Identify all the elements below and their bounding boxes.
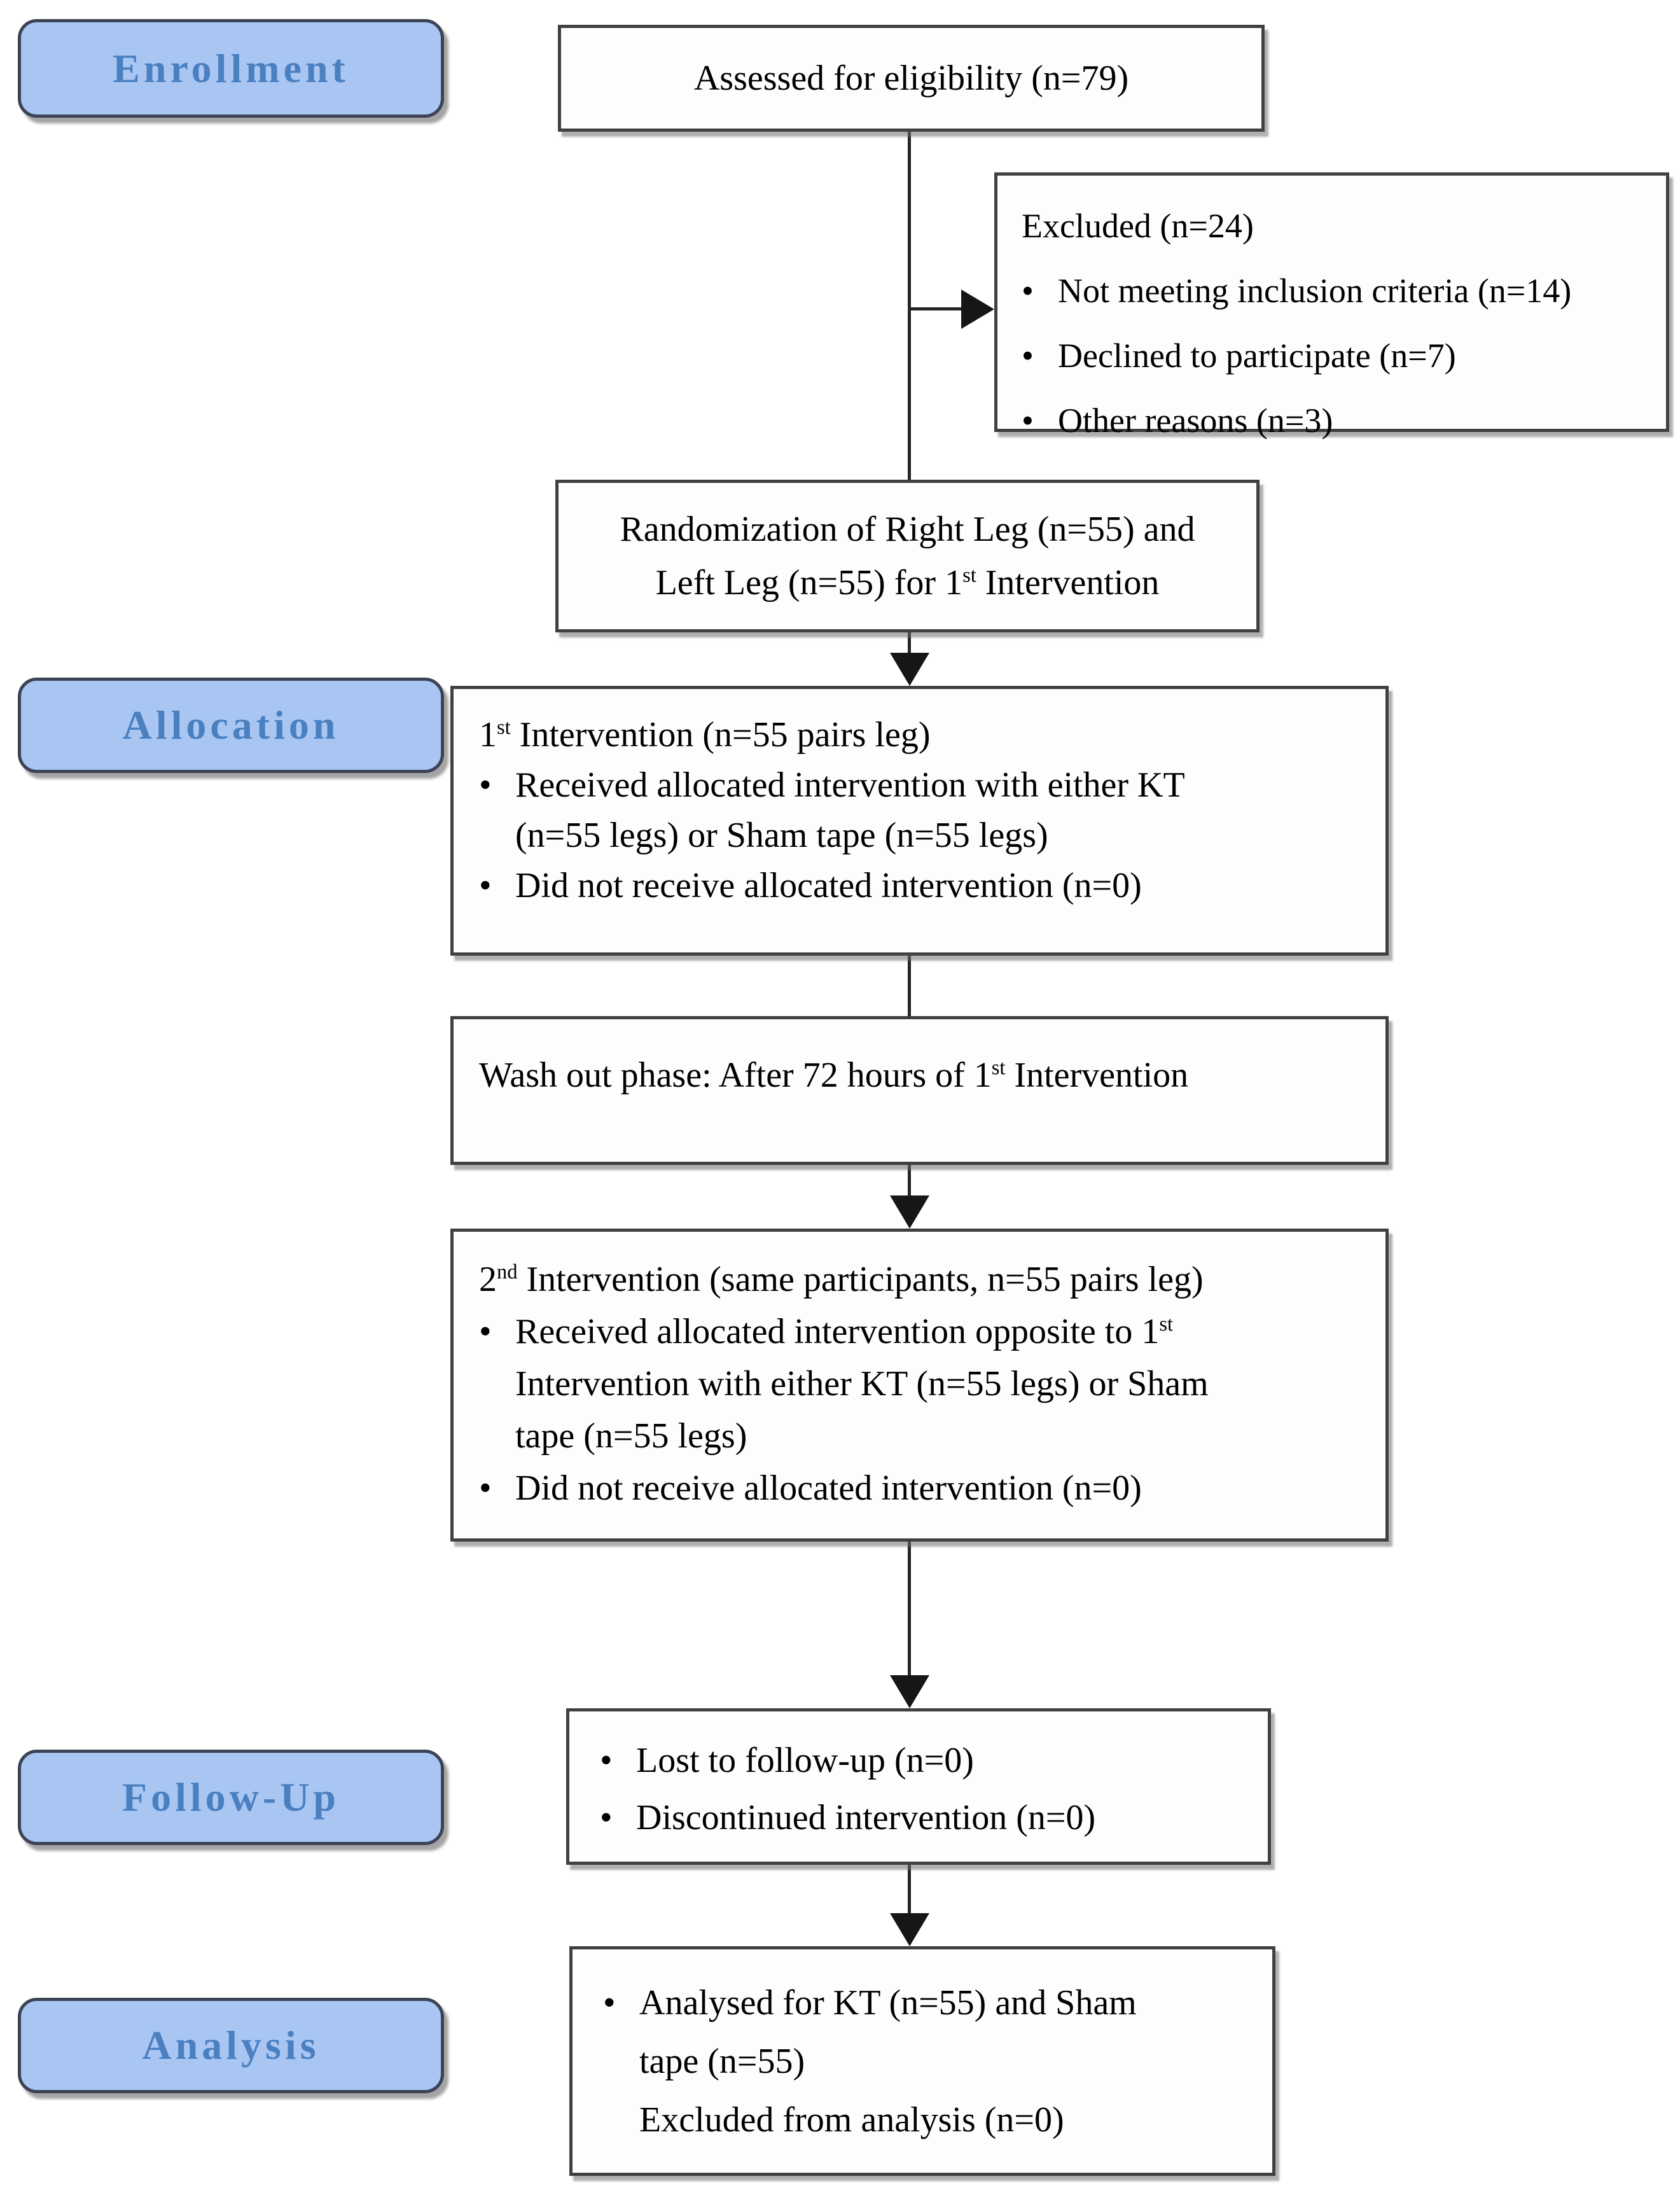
bullet-icon: • bbox=[1022, 401, 1034, 440]
arrow-second-intervention-to-follow-up bbox=[908, 1542, 911, 1678]
washout-box: Wash out phase: After 72 hours of 1st In… bbox=[450, 1016, 1389, 1165]
follow-up-bullet: • Discontinued intervention (n=0) bbox=[600, 1789, 1258, 1846]
randomization-line2: Left Leg (n=55) for 1st Intervention bbox=[656, 556, 1160, 610]
assessed-eligibility-box: Assessed for eligibility (n=79) bbox=[558, 25, 1265, 132]
stage-label-analysis: Analysis bbox=[18, 1998, 444, 2093]
stage-label-enrollment: Enrollment bbox=[18, 19, 444, 118]
excluded-title: Excluded (n=24) bbox=[1022, 207, 1254, 245]
first-intervention-bullet: • Received allocated intervention with e… bbox=[479, 760, 1373, 811]
excluded-bullet-text: Declined to participate (n=7) bbox=[1058, 337, 1456, 375]
randomization-line2-text: Intervention bbox=[976, 563, 1160, 603]
excluded-bullet: • Other reasons (n=3) bbox=[1022, 388, 1658, 453]
excluded-bullet-text: Not meeting inclusion criteria (n=14) bbox=[1058, 272, 1572, 310]
ordinal-superscript: st bbox=[1159, 1313, 1174, 1336]
bullet-icon: • bbox=[479, 1312, 492, 1351]
second-intervention-bullet-run: Received allocated intervention opposite… bbox=[515, 1312, 1160, 1351]
bullet-icon: • bbox=[600, 1798, 613, 1837]
first-intervention-title-text: 1 bbox=[479, 715, 497, 755]
first-intervention-title: 1st Intervention (n=55 pairs leg) bbox=[479, 710, 1373, 760]
second-intervention-bullet-continuation: Intervention with either KT (n=55 legs) … bbox=[515, 1364, 1209, 1404]
excluded-bullet-text: Other reasons (n=3) bbox=[1058, 401, 1333, 440]
ordinal-superscript: st bbox=[497, 716, 511, 739]
second-intervention-title-text: Intervention (same participants, n=55 pa… bbox=[517, 1260, 1204, 1299]
randomization-line1: Randomization of Right Leg (n=55) and bbox=[620, 510, 1195, 549]
arrowhead-down-icon bbox=[890, 653, 929, 686]
second-intervention-bullet-continuation: tape (n=55 legs) bbox=[515, 1416, 747, 1456]
ordinal-superscript: nd bbox=[497, 1260, 518, 1284]
assessed-eligibility-text: Assessed for eligibility (n=79) bbox=[693, 59, 1129, 98]
follow-up-box: • Lost to follow-up (n=0) • Discontinued… bbox=[566, 1708, 1271, 1865]
excluded-bullet: • Declined to participate (n=7) bbox=[1022, 323, 1658, 388]
second-intervention-bullet-text: Did not receive allocated intervention (… bbox=[515, 1468, 1142, 1508]
arrowhead-down-icon bbox=[890, 1195, 929, 1229]
bullet-icon: • bbox=[479, 765, 492, 805]
first-intervention-bullet-text: Did not receive allocated intervention (… bbox=[515, 866, 1142, 905]
second-intervention-title: 2nd Intervention (same participants, n=5… bbox=[479, 1253, 1373, 1306]
second-intervention-title-text: 2 bbox=[479, 1260, 497, 1299]
stage-label-allocation: Allocation bbox=[18, 678, 444, 773]
first-intervention-box: 1st Intervention (n=55 pairs leg) • Rece… bbox=[450, 686, 1389, 956]
arrowhead-down-icon bbox=[890, 1675, 929, 1708]
bullet-icon: • bbox=[479, 866, 492, 905]
bullet-icon: • bbox=[479, 1468, 492, 1508]
analysis-bullet: • Analysed for KT (n=55) and Sham bbox=[603, 1974, 1263, 2032]
second-intervention-box: 2nd Intervention (same participants, n=5… bbox=[450, 1229, 1389, 1542]
first-intervention-bullet-continuation: (n=55 legs) or Sham tape (n=55 legs) bbox=[515, 816, 1048, 855]
randomization-box: Randomization of Right Leg (n=55) and Le… bbox=[555, 480, 1260, 632]
line-assessed-to-randomization bbox=[908, 132, 911, 480]
follow-up-bullet-text: Lost to follow-up (n=0) bbox=[636, 1741, 974, 1780]
washout-text: Wash out phase: After 72 hours of 1st In… bbox=[479, 1050, 1373, 1101]
arrow-follow-up-to-analysis bbox=[908, 1865, 911, 1916]
bullet-icon: • bbox=[600, 1741, 613, 1780]
arrow-washout-to-second-intervention bbox=[908, 1165, 911, 1198]
follow-up-bullet: • Lost to follow-up (n=0) bbox=[600, 1732, 1258, 1789]
bullet-icon: • bbox=[1022, 337, 1034, 375]
follow-up-bullet-text: Discontinued intervention (n=0) bbox=[636, 1798, 1096, 1837]
analysis-excluded-text: Excluded from analysis (n=0) bbox=[639, 2100, 1064, 2140]
washout-text-run: Intervention bbox=[1005, 1056, 1189, 1095]
analysis-bullet-continuation: tape (n=55) bbox=[639, 2042, 805, 2081]
bullet-icon: • bbox=[1022, 272, 1034, 310]
second-intervention-bullet-text: Received allocated intervention opposite… bbox=[515, 1306, 1173, 1358]
bullet-icon: • bbox=[603, 1983, 616, 2023]
excluded-box: Excluded (n=24) • Not meeting inclusion … bbox=[994, 172, 1669, 440]
stage-label-follow-up: Follow-Up bbox=[18, 1750, 444, 1845]
arrowhead-down-icon bbox=[890, 1913, 929, 1946]
line-branch-to-excluded bbox=[910, 307, 964, 310]
arrow-randomization-to-first-intervention bbox=[908, 632, 911, 657]
ordinal-superscript: st bbox=[962, 564, 976, 587]
ordinal-superscript: st bbox=[991, 1056, 1006, 1080]
excluded-bullet: • Not meeting inclusion criteria (n=14) bbox=[1022, 258, 1658, 323]
analysis-bullet-text: Analysed for KT (n=55) and Sham bbox=[639, 1983, 1137, 2023]
line-first-intervention-to-washout bbox=[908, 956, 911, 1016]
washout-text-run: Wash out phase: After 72 hours of 1 bbox=[479, 1056, 992, 1095]
randomization-line2-text: Left Leg (n=55) for 1 bbox=[655, 563, 963, 603]
analysis-box: • Analysed for KT (n=55) and Sham tape (… bbox=[569, 1946, 1275, 2176]
first-intervention-bullet: • Did not receive allocated intervention… bbox=[479, 861, 1373, 911]
second-intervention-bullet: • Did not receive allocated intervention… bbox=[479, 1462, 1373, 1514]
second-intervention-bullet: • Received allocated intervention opposi… bbox=[479, 1306, 1373, 1358]
first-intervention-bullet-text: Received allocated intervention with eit… bbox=[515, 765, 1185, 805]
arrowhead-right-icon bbox=[961, 289, 994, 329]
first-intervention-title-text: Intervention (n=55 pairs leg) bbox=[510, 715, 931, 755]
